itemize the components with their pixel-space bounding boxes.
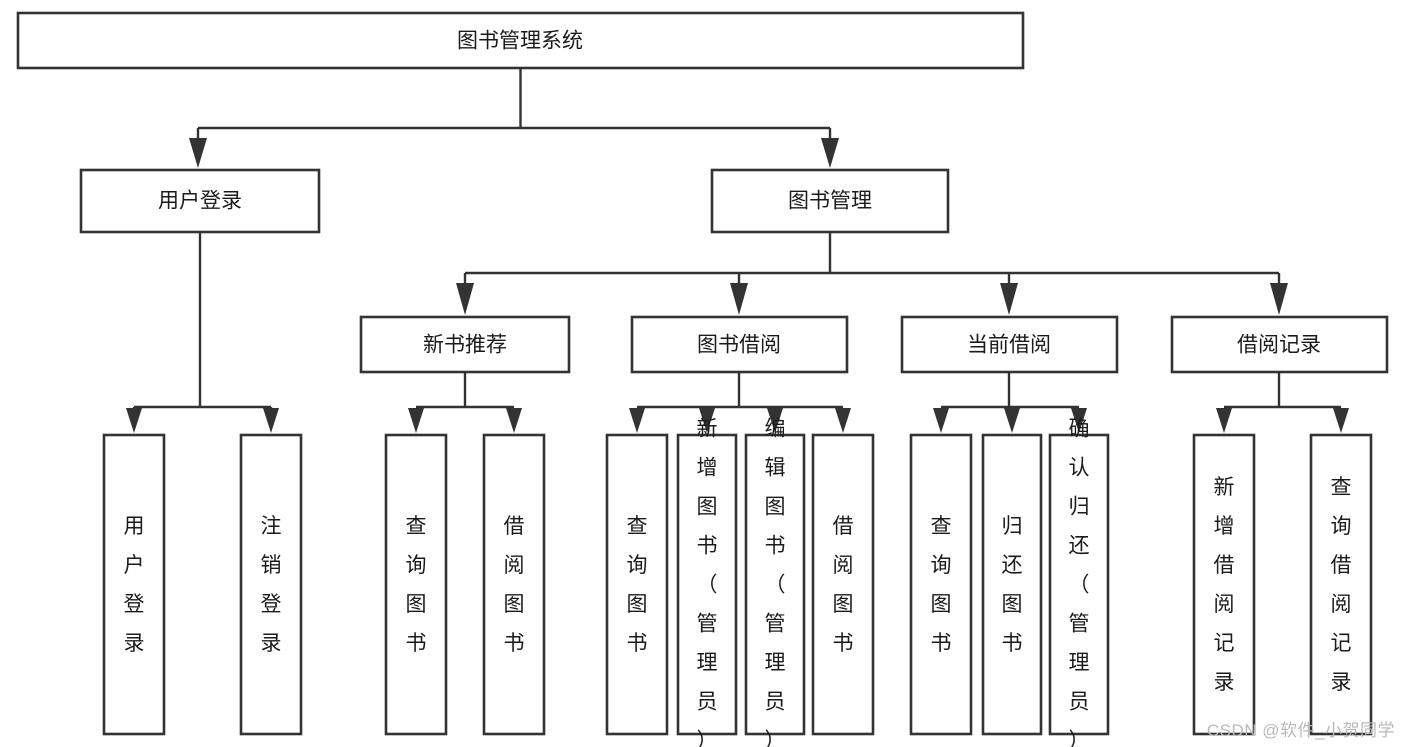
leaf-node-label: 查询图书 [931,515,952,655]
csdn-watermark: CSDN @软件_小贺同学 [1206,721,1395,740]
arrowhead-bookborrow-leaf-2 [699,408,715,433]
leaf-node-box[interactable] [676,433,738,736]
arrowhead-newbook-leaf-1 [408,408,424,433]
leaf-node-layer: 用户登录 注销登录 查询图书 借阅图书 查询图书 新增图书（管理员） 编辑图书（管理员） 借阅… [102,418,1373,747]
node-new-book-recommend-box[interactable] [359,315,571,374]
arrowhead-borrow-record [1270,283,1288,315]
arrowhead-borrowrecord-leaf-2 [1333,408,1349,433]
node-new-book-recommend[interactable]: 新书推荐 [359,315,571,374]
leaf-node[interactable]: 新增图书（管理员） [676,418,738,747]
leaf-node-label: 用户登录 [124,515,145,655]
node-borrow-record-label: 借阅记录 [1237,334,1321,357]
arrowhead-leaf-user-login [126,408,142,433]
leaf-node[interactable]: 确认归还（管理员） [1048,418,1110,747]
node-user-login-box[interactable] [79,168,321,234]
node-borrow-record-box[interactable] [1170,315,1389,374]
node-root[interactable]: 图书管理系统 [16,11,1025,70]
arrowhead-newbook-leaf-2 [506,408,522,433]
leaf-node-box[interactable] [102,433,166,736]
node-book-management[interactable]: 图书管理 [710,168,950,234]
arrowhead-bookborrow-leaf-3 [767,408,783,433]
arrowhead-book-mgmt [821,138,839,168]
leaf-node[interactable]: 借阅图书 [482,433,546,736]
node-current-borrow-label: 当前借阅 [967,334,1051,357]
leaf-node-box[interactable] [1192,433,1256,736]
arrowhead-book-borrow [730,283,748,315]
leaf-node-label: 注销登录 [261,515,282,655]
leaf-node[interactable]: 归还图书 [981,433,1043,736]
leaf-node-label: 新增借阅记录 [1214,476,1235,694]
leaf-node[interactable]: 查询图书 [605,433,669,736]
leaf-node[interactable]: 新增借阅记录 [1192,433,1256,736]
leaf-node-box[interactable] [811,433,875,736]
arrowhead-currentborrow-leaf-3 [1071,408,1087,433]
leaf-node[interactable]: 查询图书 [909,433,973,736]
leaf-node-label: 借阅图书 [504,515,525,655]
leaf-node[interactable]: 借阅图书 [811,433,875,736]
leaf-node[interactable]: 用户登录 [102,433,166,736]
leaf-node-box[interactable] [239,433,303,736]
node-book-borrow[interactable]: 图书借阅 [630,315,849,374]
arrowhead-bookborrow-leaf-1 [629,408,645,433]
leaf-node-label: 查询借阅记录 [1331,476,1352,694]
arrowhead-borrowrecord-leaf-1 [1216,408,1232,433]
leaf-node[interactable]: 查询图书 [384,433,448,736]
arrowhead-currentborrow-leaf-2 [1004,408,1020,433]
leaf-node-box[interactable] [909,433,973,736]
leaf-node-label: 新增图书（管理员） [697,418,718,747]
node-book-borrow-box[interactable] [630,315,849,374]
connector-layer [126,68,1349,433]
arrowhead-new-book-rec [456,283,474,315]
leaf-node-box[interactable] [605,433,669,736]
leaf-node-label: 借阅图书 [833,515,854,655]
arrowhead-leaf-logout [263,408,279,433]
arrowhead-bookborrow-leaf-4 [835,408,851,433]
node-book-management-box[interactable] [710,168,950,234]
leaf-node-label: 确认归还（管理员） [1069,418,1090,747]
leaf-node-box[interactable] [1309,433,1373,736]
node-borrow-record[interactable]: 借阅记录 [1170,315,1389,374]
node-root-box[interactable] [16,11,1025,70]
node-new-book-recommend-label: 新书推荐 [423,334,507,357]
node-book-borrow-label: 图书借阅 [697,334,781,357]
arrowhead-current-borrow [1000,283,1018,315]
leaf-node-box[interactable] [981,433,1043,736]
leaf-node-label: 归还图书 [1002,515,1023,655]
node-user-login[interactable]: 用户登录 [79,168,321,234]
arrowhead-currentborrow-leaf-1 [933,408,949,433]
leaf-node-label: 编辑图书（管理员） [765,418,786,747]
leaf-node-box[interactable] [744,433,806,736]
node-current-borrow-box[interactable] [900,315,1119,374]
leaf-node[interactable]: 编辑图书（管理员） [744,418,806,747]
leaf-node-box[interactable] [384,433,448,736]
node-current-borrow[interactable]: 当前借阅 [900,315,1119,374]
leaf-node-label: 查询图书 [627,515,648,655]
leaf-node[interactable]: 查询借阅记录 [1309,433,1373,736]
node-book-management-label: 图书管理 [788,190,872,213]
leaf-node-box[interactable] [482,433,546,736]
node-user-login-label: 用户登录 [158,190,242,213]
node-root-label: 图书管理系统 [457,30,583,53]
arrowhead-user-login [189,138,207,168]
leaf-node-box[interactable] [1048,433,1110,736]
leaf-node-label: 查询图书 [406,515,427,655]
leaf-node[interactable]: 注销登录 [239,433,303,736]
